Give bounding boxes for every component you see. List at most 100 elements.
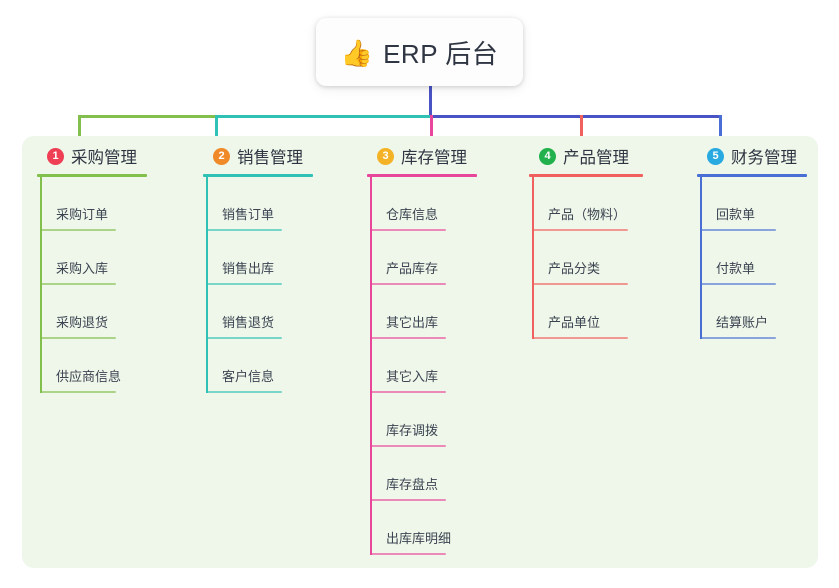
branch-item[interactable]: 付款单 (697, 231, 807, 285)
branch-header-5[interactable]: 5 财务管理 (697, 144, 807, 168)
branch-title: 库存管理 (401, 149, 467, 167)
branch-item-label: 其它入库 (386, 369, 439, 384)
branch-header-rule (529, 174, 643, 177)
branch-column-2: 2 销售管理销售订单销售出库销售退货客户信息 (203, 144, 313, 393)
root-stem-connector (429, 86, 432, 118)
branch-item-label: 供应商信息 (56, 369, 122, 384)
branch-item[interactable]: 其它出库 (367, 285, 477, 339)
branch-drop-connector-2 (215, 115, 218, 156)
horizontal-bar-segment-1 (78, 115, 215, 118)
branch-items: 仓库信息产品库存其它出库其它入库库存调拨库存盘点出库库明细 (367, 177, 477, 555)
branch-header-rule (367, 174, 477, 177)
branch-item-rule (370, 553, 446, 555)
branch-title: 财务管理 (731, 149, 797, 167)
branch-item-label: 出库库明细 (386, 531, 452, 546)
branch-index-badge: 3 (377, 147, 394, 165)
branch-item[interactable]: 销售退货 (203, 285, 313, 339)
root-title: ERP 后台 (383, 38, 499, 69)
branch-item-rule (532, 337, 628, 339)
branch-item[interactable]: 采购退货 (37, 285, 147, 339)
branch-header-2[interactable]: 2 销售管理 (203, 144, 313, 168)
branch-header-rule (37, 174, 147, 177)
branch-item-label: 库存盘点 (386, 477, 439, 492)
branch-item-rule (206, 229, 282, 231)
branch-item-rule (206, 391, 282, 393)
branch-spine (370, 177, 372, 555)
branch-item-label: 产品（物料） (548, 207, 627, 222)
branch-item-label: 销售出库 (222, 261, 275, 276)
branch-item[interactable]: 产品库存 (367, 231, 477, 285)
branch-item-label: 其它出库 (386, 315, 439, 330)
branch-item-label: 产品单位 (548, 315, 601, 330)
branch-item[interactable]: 采购订单 (37, 177, 147, 231)
branch-item-rule (40, 283, 116, 285)
branch-item-label: 销售退货 (222, 315, 275, 330)
branch-spine (206, 177, 208, 393)
branch-item-rule (40, 229, 116, 231)
branch-drop-connector-3 (430, 115, 433, 156)
branch-item[interactable]: 产品分类 (529, 231, 643, 285)
branch-item-label: 客户信息 (222, 369, 275, 384)
branch-item[interactable]: 产品单位 (529, 285, 643, 339)
branch-item-rule (700, 229, 776, 231)
horizontal-bar-segment-2 (215, 115, 430, 118)
branch-item[interactable]: 库存调拨 (367, 393, 477, 447)
branch-title: 销售管理 (237, 149, 303, 167)
branch-item[interactable]: 其它入库 (367, 339, 477, 393)
branch-spine (532, 177, 534, 339)
branch-header-rule (203, 174, 313, 177)
branch-item-rule (532, 283, 628, 285)
branch-title: 采购管理 (71, 149, 137, 167)
branch-item-rule (532, 229, 628, 231)
branch-item-rule (370, 445, 446, 447)
branches-panel (22, 136, 818, 568)
branch-item[interactable]: 供应商信息 (37, 339, 147, 393)
branch-item-rule (370, 499, 446, 501)
branch-item-rule (206, 337, 282, 339)
branch-index-badge: 4 (539, 147, 556, 165)
branch-index-badge: 5 (707, 147, 724, 165)
branch-item-label: 采购退货 (56, 315, 109, 330)
branch-item-label: 库存调拨 (386, 423, 439, 438)
branch-item[interactable]: 结算账户 (697, 285, 807, 339)
branch-title: 产品管理 (563, 149, 629, 167)
branch-column-4: 4 产品管理产品（物料） 产品分类产品单位 (529, 144, 643, 339)
branch-item[interactable]: 销售出库 (203, 231, 313, 285)
branch-index-badge: 2 (213, 147, 230, 165)
branch-item-label: 仓库信息 (386, 207, 439, 222)
branch-item[interactable]: 出库库明细 (367, 501, 477, 555)
branch-item-rule (40, 337, 116, 339)
branch-item-label: 采购入库 (56, 261, 109, 276)
branch-column-5: 5 财务管理回款单付款单结算账户 (697, 144, 807, 339)
branch-spine (700, 177, 702, 339)
branch-item[interactable]: 销售订单 (203, 177, 313, 231)
branch-drop-connector-5 (719, 115, 722, 156)
branch-item[interactable]: 产品（物料） (529, 177, 643, 231)
branch-column-1: 1 采购管理采购订单采购入库采购退货供应商信息 (37, 144, 147, 393)
branch-item-label: 回款单 (716, 207, 756, 222)
branch-item[interactable]: 库存盘点 (367, 447, 477, 501)
thumbs-up-emoji: 👍 (340, 38, 374, 68)
branch-items: 回款单付款单结算账户 (697, 177, 807, 339)
branch-index-badge: 1 (47, 147, 64, 165)
branch-drop-connector-4 (580, 115, 583, 156)
branch-header-4[interactable]: 4 产品管理 (529, 144, 643, 168)
root-node[interactable]: 👍 ERP 后台 (316, 18, 523, 86)
branch-item-label: 产品分类 (548, 261, 601, 276)
branch-item-label: 销售订单 (222, 207, 275, 222)
branch-item[interactable]: 回款单 (697, 177, 807, 231)
branch-item-rule (700, 337, 776, 339)
branch-item-rule (370, 337, 446, 339)
branch-item-rule (700, 283, 776, 285)
branch-item[interactable]: 客户信息 (203, 339, 313, 393)
branch-item-rule (370, 229, 446, 231)
branch-items: 销售订单销售出库销售退货客户信息 (203, 177, 313, 393)
branch-header-3[interactable]: 3 库存管理 (367, 144, 477, 168)
branch-header-1[interactable]: 1 采购管理 (37, 144, 147, 168)
branch-item-rule (206, 283, 282, 285)
branch-item[interactable]: 仓库信息 (367, 177, 477, 231)
branch-spine (40, 177, 42, 393)
branch-drop-connector-1 (78, 115, 81, 156)
branch-item[interactable]: 采购入库 (37, 231, 147, 285)
